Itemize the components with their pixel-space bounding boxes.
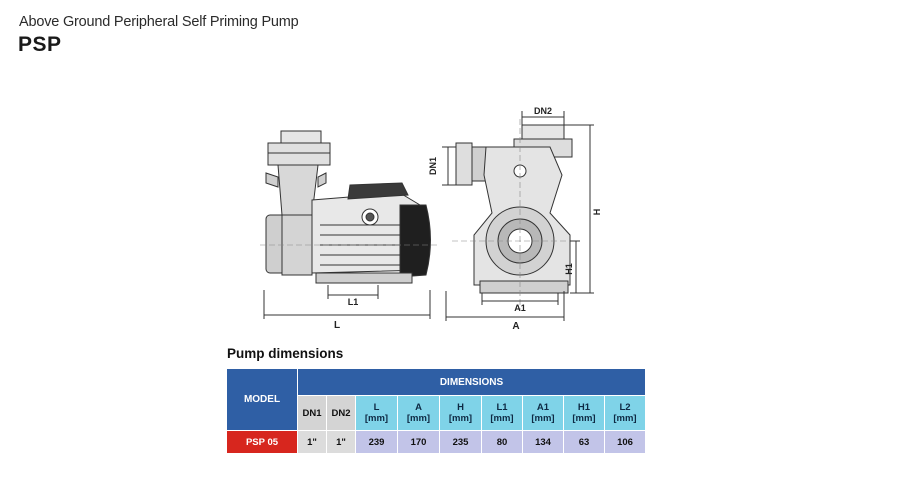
value-h: 235	[439, 430, 482, 454]
column-header-a1: A1[mm]	[522, 395, 564, 431]
value-a1: 134	[522, 430, 564, 454]
value-a: 170	[397, 430, 440, 454]
product-code: PSP	[18, 33, 62, 56]
dimensions-header: DIMENSIONS	[297, 368, 646, 396]
column-header-l2: L2[mm]	[604, 395, 646, 431]
column-header-dn1: DN1	[297, 395, 327, 431]
column-header-h: H[mm]	[439, 395, 482, 431]
model-cell: PSP 05	[226, 430, 298, 454]
value-l1: 80	[481, 430, 523, 454]
value-l: 239	[355, 430, 398, 454]
dim-label-h: H	[592, 209, 602, 216]
section-title: Pump dimensions	[227, 346, 344, 361]
pump-technical-drawing: DN2 DN1 H H1 L1 L A1 A	[260, 106, 602, 332]
column-header-dn2: DN2	[326, 395, 356, 431]
dim-label-dn2: DN2	[534, 106, 552, 116]
dim-label-l1: L1	[348, 297, 359, 307]
column-header-a: A[mm]	[397, 395, 440, 431]
dim-label-l: L	[334, 320, 340, 331]
column-header-l1: L1[mm]	[481, 395, 523, 431]
pump-front-view	[452, 119, 580, 310]
column-header-row: DN1 DN2 L[mm] A[mm] H[mm] L1[mm] A1[mm] …	[227, 395, 646, 431]
dim-label-a: A	[512, 321, 519, 332]
pump-side-view	[260, 130, 440, 284]
dim-label-a1: A1	[514, 303, 526, 313]
table-header-row: MODEL DIMENSIONS	[226, 368, 646, 431]
value-l2: 106	[604, 430, 646, 454]
column-header-h1: H1[mm]	[563, 395, 605, 431]
column-header-l: L[mm]	[355, 395, 398, 431]
dim-label-dn1: DN1	[428, 157, 438, 175]
value-h1: 63	[563, 430, 605, 454]
value-dn2: 1"	[326, 430, 356, 454]
dim-label-h1: H1	[564, 263, 574, 275]
pump-dimensions-table: MODEL DIMENSIONS DN1 DN2 L[mm] A[mm] H[m…	[226, 368, 646, 454]
page-subtitle: Above Ground Peripheral Self Priming Pum…	[19, 14, 299, 30]
model-column-header: MODEL	[226, 368, 298, 431]
table-row: PSP 05 1" 1" 239 170 235 80 134 63 106	[226, 430, 646, 454]
value-dn1: 1"	[297, 430, 327, 454]
